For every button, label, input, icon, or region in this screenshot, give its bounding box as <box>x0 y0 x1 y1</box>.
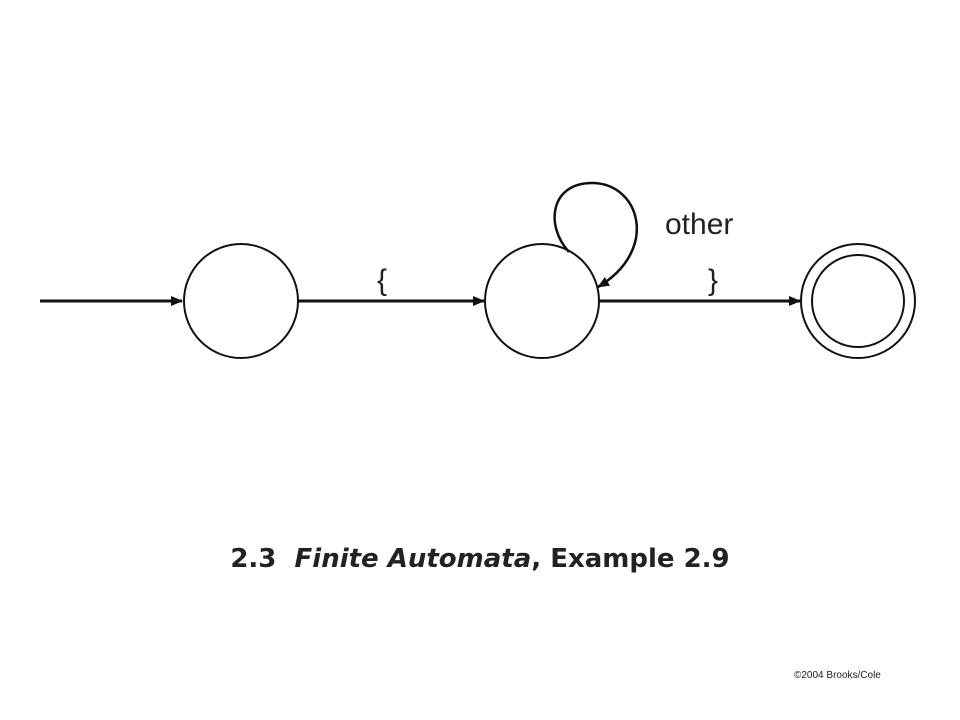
state-2 <box>484 243 600 359</box>
state-3-outer <box>800 243 916 359</box>
caption-number: 2.3 <box>230 544 277 574</box>
figure-caption: 2.3 Finite Automata, Example 2.9 <box>0 544 960 574</box>
self-loop-s2 <box>553 181 639 289</box>
state-1 <box>183 243 299 359</box>
copyright-notice: ©2004 Brooks/Cole <box>794 670 881 681</box>
transition-label-close-brace: } <box>708 264 718 297</box>
caption-italic-title: Finite Automata <box>294 544 532 574</box>
caption-rest: , Example 2.9 <box>531 544 730 574</box>
state-3-inner <box>811 254 905 348</box>
transition-label-open-brace: { <box>377 264 387 297</box>
transition-label-other: other <box>665 208 733 241</box>
